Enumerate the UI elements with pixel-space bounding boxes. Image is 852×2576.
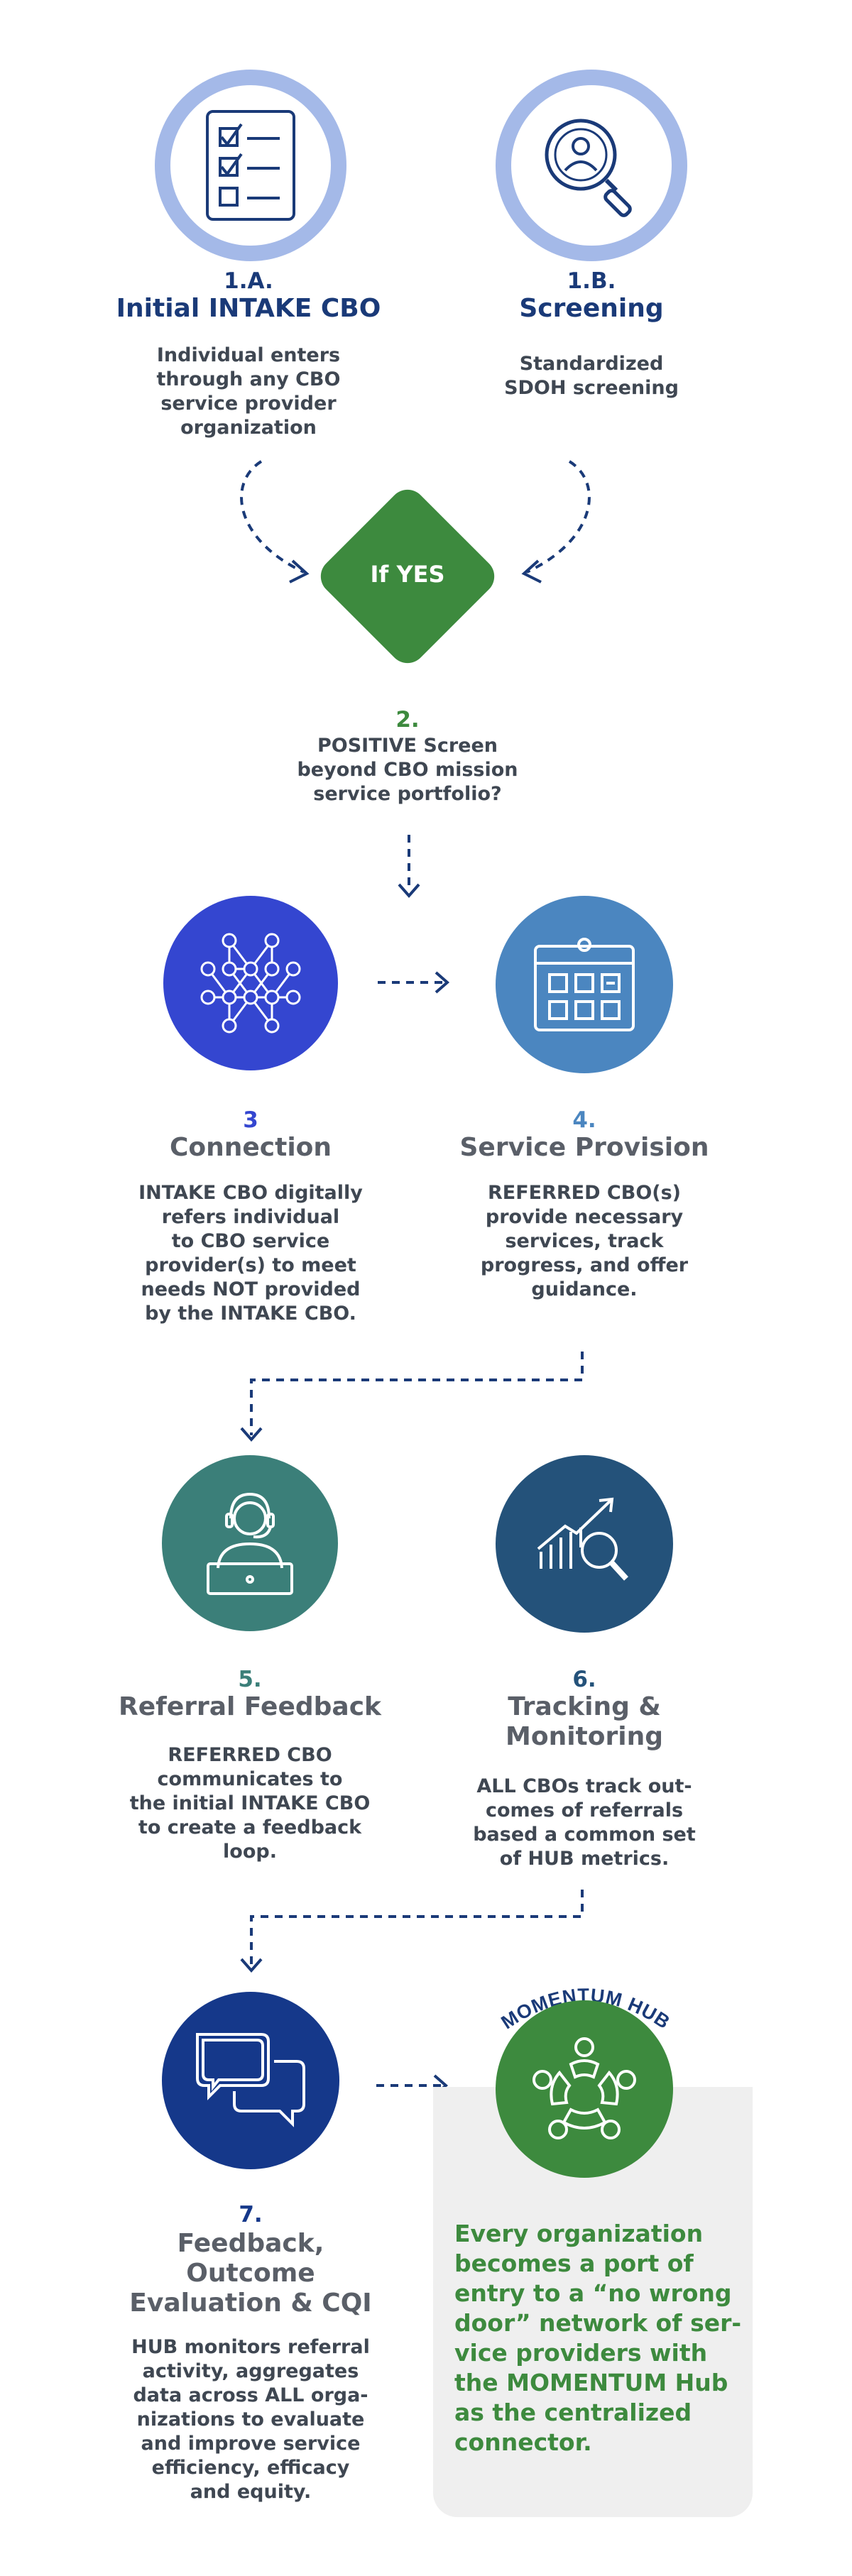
arrow-step3-to-step4 [378,971,450,994]
magnifier-person-icon [545,119,632,217]
step-3-description: INTAKE CBO digitally refers individual t… [138,1182,363,1325]
step-5-number: 5. [238,1667,262,1692]
step-6-description: ALL CBOs track out- comes of referrals b… [473,1775,696,1870]
step-4-title: Service Provision [459,1133,709,1162]
step-3-title: Connection [169,1133,332,1162]
step-6-number: 6. [572,1667,596,1692]
hub-statement: Every organization becomes a port of ent… [454,2220,742,2456]
chat-bubbles-icon [196,2033,305,2127]
step-5-description: REFERRED CBO communicates to the initial… [129,1744,371,1863]
headset-agent-icon [207,1492,293,1595]
step-5-title: Referral Feedback [119,1692,381,1721]
step-7-title: Feedback, Outcome Evaluation & CQI [129,2229,372,2318]
step-1a-icon-ring [155,70,346,261]
arrow-step4-to-step5 [240,1352,584,1442]
step-2-number: 2. [395,707,420,733]
step-1b-title: Screening [519,294,664,323]
chart-magnifier-icon [537,1497,628,1581]
arrow-step2-down [398,835,420,899]
people-circle-icon [532,2037,636,2139]
step-1b-icon-ring [496,70,687,261]
step-3-icon-circle [163,896,338,1070]
hub-icon-circle [496,2000,673,2178]
step-6-title: Tracking & Monitoring [506,1692,663,1751]
arrow-1b-to-decision [521,460,591,583]
step-5-icon-circle [162,1455,338,1631]
step-3-number: 3 [243,1107,258,1133]
step-1b-description: Standardized SDOH screening [504,353,679,399]
step-4-icon-circle [496,896,673,1073]
step-1b-number: 1.B. [567,268,616,294]
step-1a-number: 1.A. [224,268,273,294]
checklist-icon [206,110,295,221]
step-7-number: 7. [239,2202,263,2227]
step-4-number: 4. [572,1107,596,1133]
step-1a-description: Individual enters through any CBO servic… [156,344,341,439]
step-4-description: REFERRED CBO(s) provide necessary servic… [480,1182,689,1300]
step-7-description: HUB monitors referral activity, aggregat… [131,2336,370,2503]
arrow-1a-to-decision [240,460,310,583]
step-6-icon-circle [496,1455,673,1633]
network-icon [200,933,301,1034]
decision-label: If YES [370,561,445,588]
calendar-icon [534,938,635,1031]
step-2-description: POSITIVE Screen beyond CBO mission servi… [297,735,518,805]
step-1a-title: Initial INTAKE CBO [116,294,381,323]
step-7-icon-circle [162,1992,339,2169]
arrow-step6-to-step7 [240,1890,584,1973]
